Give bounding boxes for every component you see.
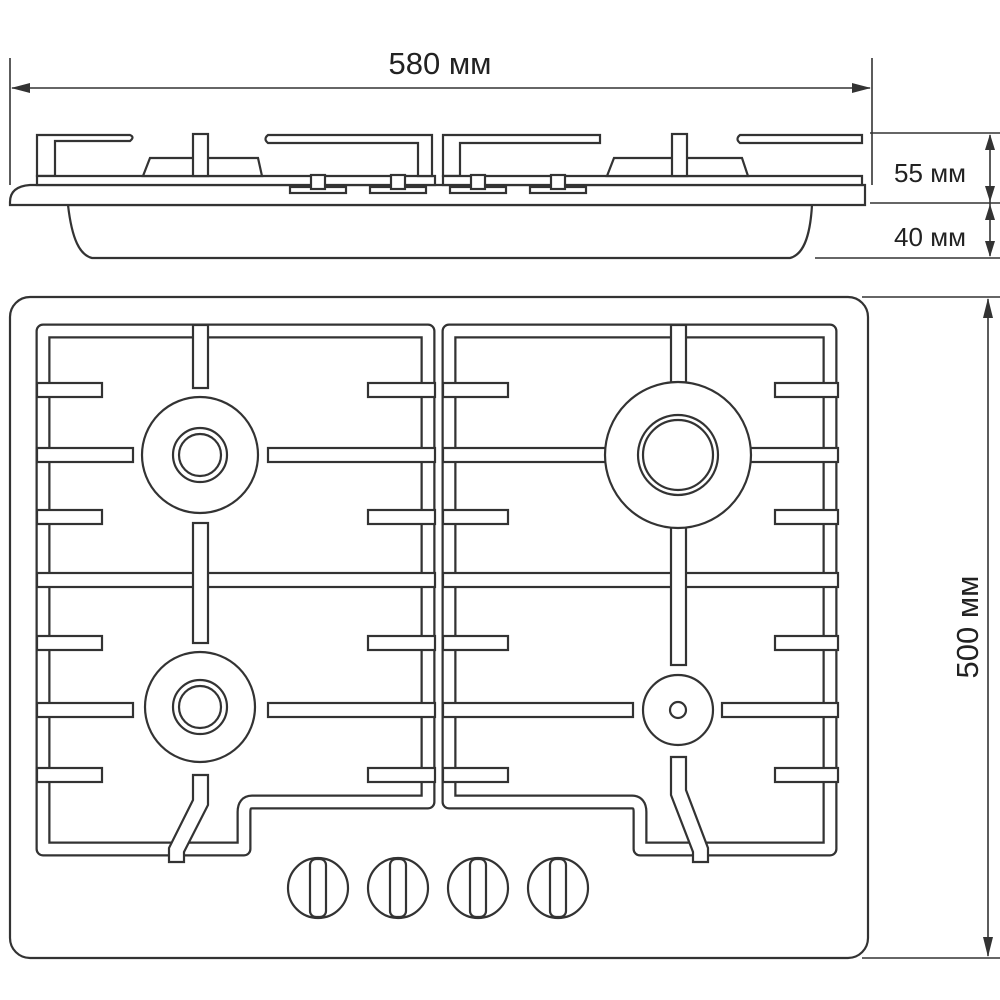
width-dimension: 580 мм	[9, 46, 873, 185]
left-grate	[35, 323, 437, 864]
burner-right-front	[641, 673, 715, 747]
side-knobs	[288, 173, 588, 195]
control-knobs	[286, 856, 590, 920]
side-view	[8, 132, 867, 260]
width-label: 580 мм	[389, 46, 492, 81]
knob-2	[366, 856, 430, 920]
body-depth-label: 40 мм	[894, 222, 966, 252]
burner-left-rear	[140, 395, 260, 515]
knob-3	[446, 856, 510, 920]
burner-left-front	[143, 650, 257, 764]
right-grate	[441, 323, 840, 864]
burner-right-rear	[603, 380, 753, 530]
depth-dimension: 500 мм	[862, 296, 1000, 959]
depth-label: 500 мм	[950, 576, 985, 679]
knob-1	[286, 856, 350, 920]
grate-height-label: 55 мм	[894, 158, 966, 188]
height-dimensions: 55 мм 40 мм	[815, 132, 1000, 259]
top-view	[8, 295, 870, 960]
knob-4	[526, 856, 590, 920]
